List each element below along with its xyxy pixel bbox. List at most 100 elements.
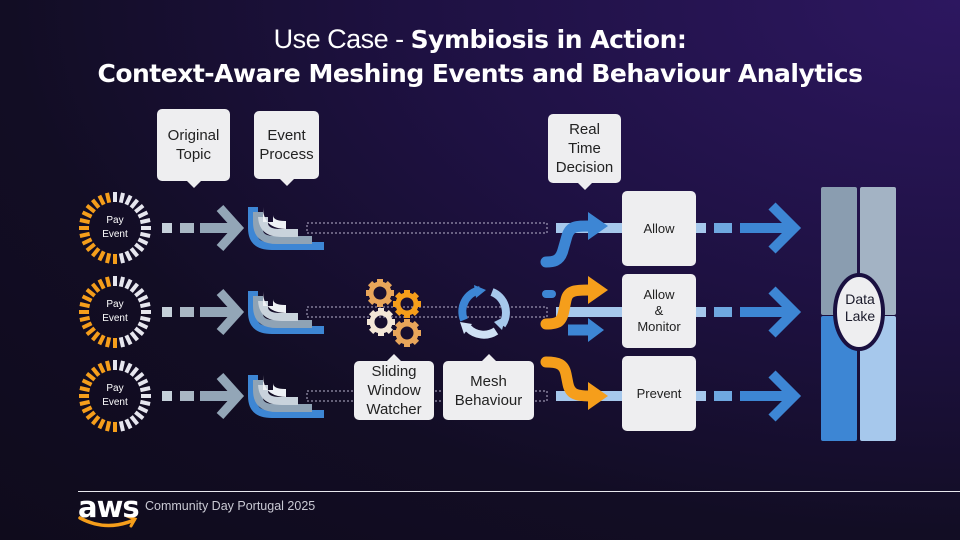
spinner-tick [129,331,140,342]
spinner-tick [97,418,106,430]
event-process-icon [248,375,324,418]
spinner-tick [85,371,96,382]
pay-event-spinner-icon [79,360,151,432]
spinner-tick [79,386,91,393]
spinner-tick [97,250,106,262]
spinner-tick [139,302,151,309]
spinner-tick [137,321,149,330]
event-process-icon [248,291,324,334]
spinner-tick [105,252,112,264]
spinner-tick [105,336,112,348]
spinner-tick [134,326,145,337]
spinner-tick [137,210,149,219]
spinner-tick [134,242,145,253]
spinner-tick [124,194,133,206]
stairs-layer [258,299,298,321]
data-lake-label-line1: Data [845,291,875,307]
gears-icon [366,279,421,347]
spinner-tick [134,371,145,382]
stairs-layer [263,375,287,397]
spinner-tick [90,366,101,377]
stream-arrow-row-3 [162,372,245,420]
pay-event-label: Pay Event [85,214,145,242]
spinner-tick [118,360,125,372]
footer-event-name: Community Day Portugal 2025 [145,499,316,513]
title-line-2: Context-Aware Meshing Events and Behavio… [97,59,863,88]
dotted-connector-row-1 [306,222,548,234]
spinner-tick [118,336,125,348]
spinner-tick [97,362,106,374]
decision-allow: Allow [622,191,696,266]
spinner-tick [139,386,151,393]
slide-title: Use Case - Symbiosis in Action: Context-… [0,22,960,91]
output-arrow-row-1 [696,202,802,254]
callout-original-topic: Original Topic [157,109,230,188]
pay-event-spinner-icon [79,192,151,264]
decision-prevent-text: Prevent [636,385,682,401]
stairs-layer [263,291,287,313]
title-line-1: Use Case - Symbiosis in Action: [0,22,960,57]
spinner-tick [79,218,91,225]
stairs-layer [248,291,324,334]
gear-icon [366,279,394,307]
route-arrow-blue-icon [540,212,608,268]
aws-logo: aws [78,490,140,524]
spinner-tick [139,399,151,406]
spinner-tick [118,192,125,204]
pay-event-label-line1: Pay [106,383,124,394]
decision-bar-row-2 [556,307,626,317]
data-lake-label: Data Lake [837,291,883,325]
title-emphasis: Symbiosis in Action: [410,25,687,54]
pay-event-label-line1: Pay [106,215,124,226]
pay-event-label: Pay Event [85,298,145,326]
spinner-tick [105,420,112,432]
spinner-tick [137,405,149,414]
route-arrow-blue-small-icon [542,290,604,342]
data-lake-label-line2: Lake [844,308,876,324]
stairs-layer [263,207,287,229]
spinner-tick [97,194,106,206]
spinner-tick [134,287,145,298]
callout-event-process: Event Process [254,111,319,186]
spinner-tick [139,315,151,322]
spinner-tick [97,278,106,290]
pay-event-spinner-icon [79,276,151,348]
spinner-tick [105,360,112,372]
spinner-tick [81,210,93,219]
spinner-tick [105,192,112,204]
spinner-tick [81,321,93,330]
stairs-layer [248,375,324,418]
gear-icon [393,319,421,347]
aws-smile-icon [78,514,138,528]
pay-event-label-line2: Event [102,229,128,240]
spinner-tick [79,231,91,238]
decision-prevent: Prevent [622,356,696,431]
spinner-tick [79,399,91,406]
spinner-tick [85,410,96,421]
pay-event-label-line2: Event [102,313,128,324]
spinner-tick [90,247,101,258]
dotted-connector-row-2 [306,306,548,318]
cycle-arrows-icon [458,285,510,339]
spinner-tick [129,366,140,377]
pay-event-label-line1: Pay [106,299,124,310]
data-lake-icon [821,187,896,441]
stairs-layer [258,215,298,237]
callout-mesh-behaviour: Mesh Behaviour [443,354,534,420]
spinner-tick [124,334,133,346]
title-prefix: Use Case - [273,24,411,54]
spinner-tick [81,405,93,414]
footer-divider [78,491,960,492]
stream-arrow-row-1 [162,204,245,252]
callout-real-time-decision: Real Time Decision [548,114,621,190]
gear-icon [393,290,421,318]
spinner-tick [85,242,96,253]
stream-arrow-row-2 [162,288,245,336]
spinner-tick [85,203,96,214]
spinner-tick [124,362,133,374]
spinner-tick [134,203,145,214]
stairs-layer [258,383,298,405]
spinner-tick [81,294,93,303]
output-arrow-row-2 [696,286,802,338]
callout-real-time-decision-text: Real Time Decision [555,121,614,176]
